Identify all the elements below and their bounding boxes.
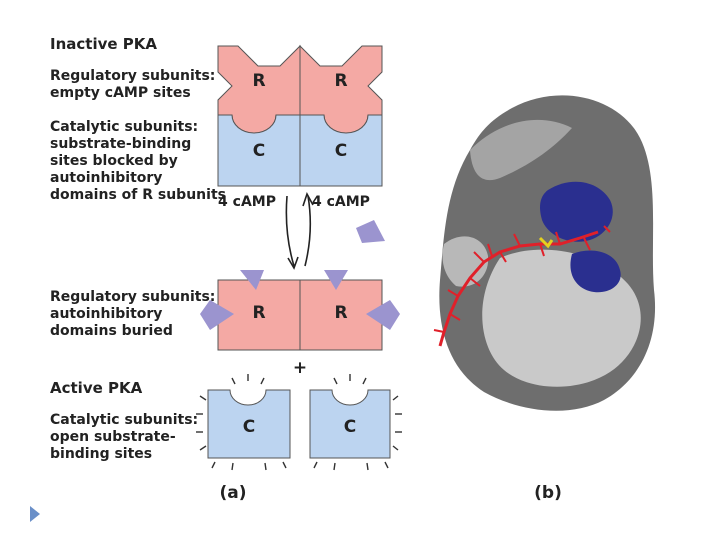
catalytic-open-label: Catalytic subunits: open substrate- bind… (50, 412, 199, 462)
r-label-top-right: R (334, 71, 347, 91)
catalytic-free-right (309, 389, 391, 459)
active-pka-title: Active PKA (50, 379, 143, 397)
catalytic-free-left (207, 389, 291, 459)
panel-b-caption: (b) (534, 483, 562, 503)
r-label-bound-right: R (334, 303, 347, 323)
plus-sign: + (293, 358, 307, 378)
regulatory-bound-right (299, 279, 383, 351)
inactive-pka-title: Inactive PKA (50, 35, 157, 53)
inhibitor-sidechains (433, 225, 611, 333)
activity-ticks (196, 374, 402, 471)
c-label-top-right: C (335, 141, 347, 161)
camp-bound-side-right (366, 300, 400, 330)
free-catalytic-subunits: C C (196, 374, 402, 471)
camp-bound-side-left (200, 300, 234, 330)
next-slide-arrow-icon[interactable] (30, 506, 40, 522)
atp-ligand (538, 236, 554, 249)
camp-molecule-free (356, 220, 385, 243)
reverse-arrow-head (302, 192, 314, 207)
c-label-free-right: C (344, 417, 356, 437)
surface-light-left (442, 236, 489, 287)
inhibitor-peptide (438, 230, 599, 347)
reverse-arrow (304, 195, 312, 267)
inactive-pka-complex: R R C C (217, 44, 383, 187)
pka-surface-structure (433, 95, 656, 411)
r-label-top-left: R (252, 71, 265, 91)
regulatory-buried-label: Regulatory subunits: autoinhibitory doma… (50, 289, 216, 339)
regulatory-dimer-camp-bound: R R (200, 270, 400, 351)
c-label-free-left: C (243, 417, 255, 437)
forward-arrow-head (287, 256, 299, 270)
camp-bound-top-left (240, 270, 264, 290)
catalytic-subunit-left (217, 114, 301, 187)
binding-site-upper (540, 181, 613, 242)
forward-arrow (285, 195, 295, 267)
binding-site-lower (570, 250, 621, 293)
c-label-top-left: C (253, 141, 265, 161)
r-label-bound-left: R (252, 303, 265, 323)
panel-a-caption: (a) (219, 483, 246, 503)
camp-in-label: 4 cAMP (218, 194, 276, 210)
surface-light-upper (470, 119, 572, 181)
catalytic-subunit-right (299, 114, 383, 187)
catalytic-blocked-label: Catalytic subunits: substrate-binding si… (50, 119, 226, 203)
regulatory-empty-label: Regulatory subunits: empty cAMP sites (50, 68, 216, 101)
camp-bound-top-right (324, 270, 348, 290)
camp-out-label: 4 cAMP (312, 194, 370, 210)
equilibrium-arrows (285, 192, 314, 270)
